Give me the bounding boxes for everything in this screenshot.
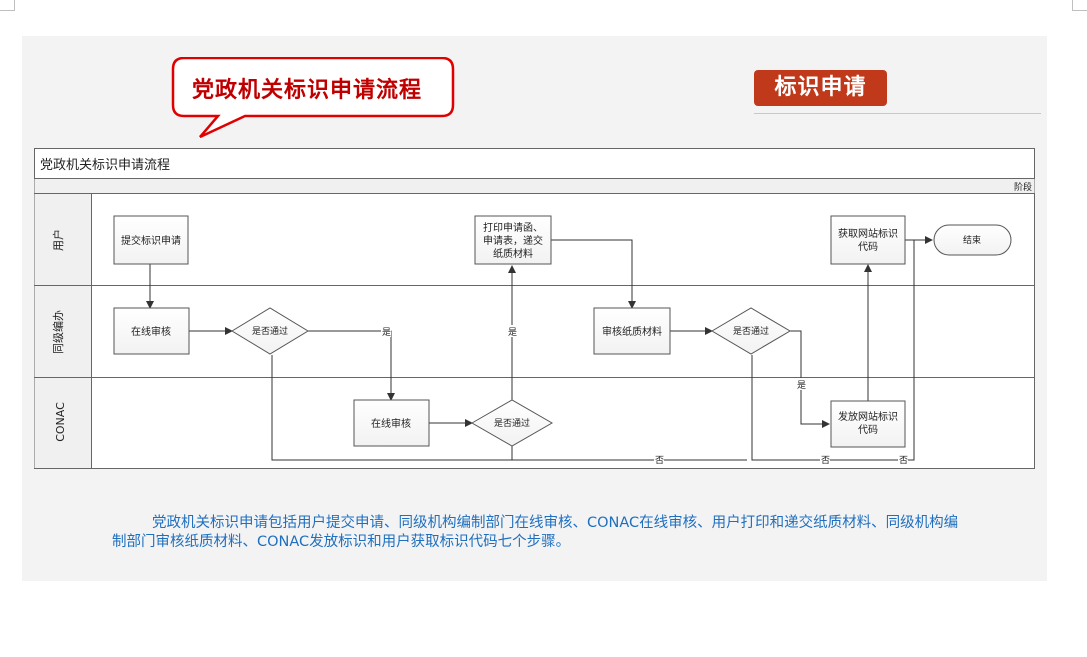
node-text: 发放网站标识 (838, 410, 898, 423)
flowchart: 党政机关标识申请流程 阶段 用户 同级编办 CONAC 是 是 是 否 否 否 (34, 148, 1035, 469)
node-text: 是否通过 (733, 325, 769, 337)
node-online-review-conac (353, 399, 430, 447)
node-text: 是否通过 (252, 325, 288, 337)
node-print-and-submit-paper (474, 215, 552, 265)
decision-bianban-online (231, 307, 309, 355)
node-end (933, 224, 1012, 256)
decision-conac-online (470, 399, 554, 447)
node-text: 获取网站标识 (838, 227, 898, 240)
node-submit-application (113, 215, 189, 265)
decision-paper (711, 307, 791, 355)
node-text: 打印申请函、 (483, 221, 543, 234)
page-corner-mark (0, 0, 15, 11)
node-text: 在线审核 (371, 417, 411, 430)
flowchart-title: 党政机关标识申请流程 (40, 158, 170, 173)
lane-label-user: 用户 (51, 229, 65, 251)
lane-label-bianban: 同级编办 (51, 310, 65, 354)
node-issue-site-code (830, 400, 906, 448)
node-text: 代码 (858, 424, 878, 436)
edge-label-yes: 是 (508, 327, 517, 338)
section-divider (754, 113, 1041, 114)
section-tag: 标识申请 (754, 70, 887, 106)
node-online-review-bianban (113, 307, 190, 355)
edge-label-no: 否 (821, 455, 830, 466)
phase-label: 阶段 (1014, 181, 1032, 193)
node-text: 结束 (963, 234, 981, 246)
node-text: 审核纸质材料 (602, 325, 662, 338)
description-text: 党政机关标识申请包括用户提交申请、同级机构编制部门在线审核、CONAC在线审核、… (112, 515, 959, 550)
callout-title: 党政机关标识申请流程 (192, 77, 423, 103)
edge-label-no: 否 (899, 455, 908, 466)
node-text: 代码 (858, 241, 878, 253)
node-review-paper (593, 307, 671, 355)
edge-label-yes: 是 (797, 380, 806, 391)
node-text: 申请表，递交 (483, 234, 543, 247)
edge-label-no: 否 (655, 455, 664, 466)
lane-label-conac: CONAC (54, 402, 67, 442)
page-corner-mark (1072, 0, 1087, 11)
node-text: 在线审核 (131, 325, 171, 338)
node-text: 是否通过 (494, 417, 530, 429)
node-text: 提交标识申请 (121, 234, 181, 247)
edge-label-yes: 是 (382, 327, 391, 338)
node-text: 纸质材料 (493, 247, 533, 260)
node-get-site-code (830, 215, 906, 265)
callout-bubble (171, 57, 455, 139)
